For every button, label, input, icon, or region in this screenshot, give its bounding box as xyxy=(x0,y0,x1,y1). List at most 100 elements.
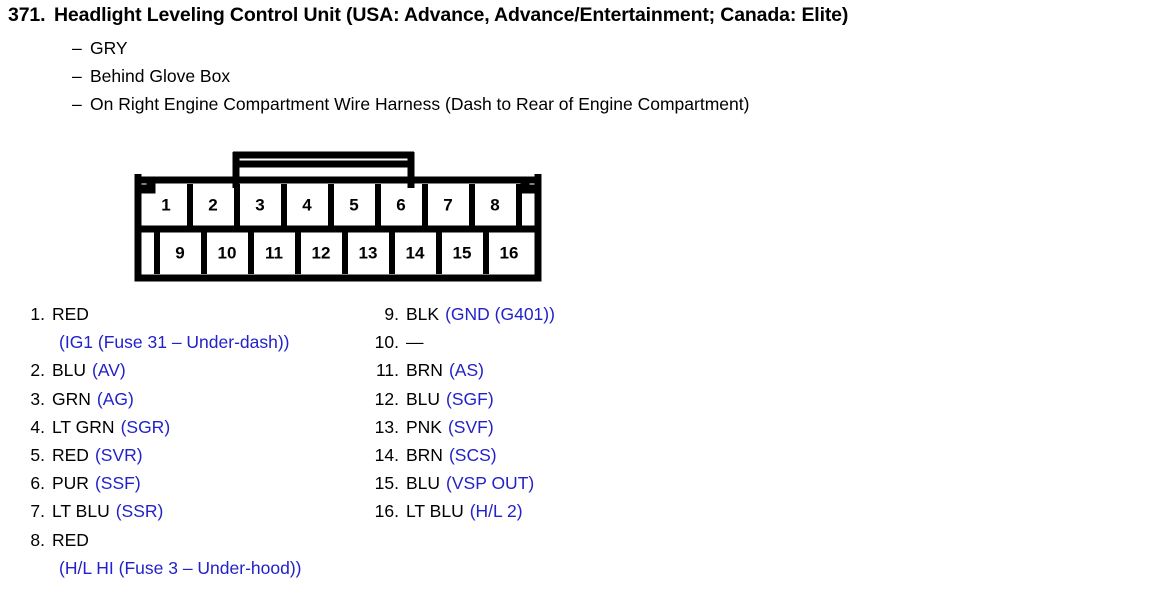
pin-signal: (SCS) xyxy=(448,445,497,466)
pin-body: — xyxy=(406,328,712,356)
list-item: 1. RED xyxy=(18,300,358,328)
pin-signal-sub: (H/L HI (Fuse 3 – Under-hood)) xyxy=(59,557,302,578)
pin-index: 10. xyxy=(374,332,399,353)
pin-body: BLU(SGF) xyxy=(406,385,712,413)
list-item: 12. BLU(SGF) xyxy=(372,385,712,413)
list-item: 14. BRN(SCS) xyxy=(372,441,712,469)
pin-label-6: 6 xyxy=(396,195,405,214)
connector-diagram: 1 2 3 4 5 6 7 8 9 10 11 12 13 14 15 16 xyxy=(128,140,548,290)
pin-index: 8. xyxy=(30,529,45,550)
pin-list-right: 9. BLK(GND (G401)) 10. — 11. BRN(AS) 12.… xyxy=(372,300,712,526)
list-item: 5. RED(SVR) xyxy=(18,441,358,469)
pin-index: 2. xyxy=(30,360,45,381)
list-item: 10. — xyxy=(372,328,712,356)
pin-index: 3. xyxy=(30,388,45,409)
pin-index: 9. xyxy=(384,304,399,324)
pin-wire-color: RED xyxy=(52,304,89,324)
pin-body: LT BLU(H/L 2) xyxy=(406,497,712,525)
pin-body: BLU(AV) xyxy=(52,356,358,384)
connector-top-row-dividers xyxy=(187,184,522,226)
list-item: 9. BLK(GND (G401)) xyxy=(372,300,712,328)
connector-svg: 1 2 3 4 5 6 7 8 9 10 11 12 13 14 15 16 xyxy=(134,151,542,282)
pin-label-9: 9 xyxy=(175,243,184,262)
pin-signal: (GND (G401)) xyxy=(445,304,555,324)
pin-body: RED xyxy=(52,526,358,554)
list-item: 16. LT BLU(H/L 2) xyxy=(372,497,712,525)
pin-body: BRN(AS) xyxy=(406,356,712,384)
pin-body: BLK(GND (G401)) xyxy=(406,300,712,328)
pin-label-14: 14 xyxy=(406,243,425,262)
page-title-number: 371. xyxy=(8,4,46,26)
pin-signal-sub: (IG1 (Fuse 31 – Under-dash)) xyxy=(59,332,290,353)
connector-notch-right xyxy=(520,174,542,194)
bullet-text: On Right Engine Compartment Wire Harness… xyxy=(90,94,750,114)
page-header: 371. Headlight Leveling Control Unit (US… xyxy=(0,0,1166,118)
pin-wire-color: LT GRN xyxy=(52,416,115,437)
list-item: 4. LT GRN(SGR) xyxy=(18,413,358,441)
bullet-dash-icon: – xyxy=(72,66,82,86)
pin-body: LT GRN(SGR) xyxy=(52,413,358,441)
pin-index: 4. xyxy=(30,416,45,437)
bullet-dash-icon: – xyxy=(72,94,82,114)
bullet-dash-icon: – xyxy=(72,38,82,58)
list-item: 2. BLU(AV) xyxy=(18,356,358,384)
bullet-text: GRY xyxy=(90,38,128,58)
pin-wire-color: BLU xyxy=(52,360,87,381)
pin-label-15: 15 xyxy=(453,243,472,262)
pin-wire-color: LT BLU xyxy=(406,501,464,522)
pin-label-12: 12 xyxy=(312,243,331,262)
connector-top-row-labels: 1 2 3 4 5 6 7 8 xyxy=(161,195,499,214)
list-item: 11. BRN(AS) xyxy=(372,356,712,384)
list-item: 6. PUR(SSF) xyxy=(18,469,358,497)
pin-signal: (AS) xyxy=(448,360,484,381)
connector-bottom-row-dividers xyxy=(154,232,489,274)
pin-signal: (VSP OUT) xyxy=(446,473,535,494)
pin-label-7: 7 xyxy=(443,195,452,214)
pin-wire-color: RED xyxy=(52,529,89,550)
pin-wire-color: RED xyxy=(52,445,89,466)
pin-body: GRN(AG) xyxy=(52,385,358,413)
list-item: – GRY xyxy=(72,34,1166,62)
pin-body: BLU(VSP OUT) xyxy=(406,469,712,497)
pin-label-5: 5 xyxy=(349,195,358,214)
pin-signal: (SGF) xyxy=(446,388,494,409)
pin-signal: (AG) xyxy=(96,388,134,409)
pin-label-16: 16 xyxy=(500,243,519,262)
pin-wire-color: PUR xyxy=(52,473,89,494)
pin-wire-color: BLU xyxy=(406,388,441,409)
pin-index: 12. xyxy=(374,388,399,409)
list-item: 7. LT BLU(SSR) xyxy=(18,497,358,525)
pin-wire-color: BLU xyxy=(406,473,441,494)
pin-label-13: 13 xyxy=(359,243,378,262)
list-item: 15. BLU(VSP OUT) xyxy=(372,469,712,497)
pin-signal: (SVF) xyxy=(447,416,494,437)
pin-label-2: 2 xyxy=(208,195,217,214)
pin-signal: (SSR) xyxy=(115,501,164,522)
pin-wire-color: LT BLU xyxy=(52,501,110,522)
list-item: – On Right Engine Compartment Wire Harne… xyxy=(72,90,1166,118)
pin-body: PNK(SVF) xyxy=(406,413,712,441)
pin-index: 14. xyxy=(374,445,399,466)
pin-signal: (SSF) xyxy=(94,473,141,494)
pin-index: 13. xyxy=(374,416,399,437)
pin-signal: (SGR) xyxy=(120,416,171,437)
pin-body: BRN(SCS) xyxy=(406,441,712,469)
pin-label-3: 3 xyxy=(255,195,264,214)
pin-index: 6. xyxy=(30,473,45,494)
pin-body: RED(SVR) xyxy=(52,441,358,469)
pin-index: 15. xyxy=(374,473,399,494)
pin-list-left: 1. RED (IG1 (Fuse 31 – Under-dash)) 2. B… xyxy=(18,300,358,582)
pin-empty-dash: — xyxy=(406,332,424,353)
pin-signal: (SVR) xyxy=(94,445,143,466)
pin-label-11: 11 xyxy=(265,243,283,262)
pin-signal: (AV) xyxy=(92,360,126,381)
pin-body: RED xyxy=(52,300,358,328)
pin-index: 7. xyxy=(30,501,45,522)
pin-wire-color: PNK xyxy=(406,416,442,437)
pin-label-10: 10 xyxy=(218,243,237,262)
bullet-text: Behind Glove Box xyxy=(90,66,231,86)
pin-body: PUR(SSF) xyxy=(52,469,358,497)
pin-index: 11. xyxy=(375,360,399,381)
pin-signal: (H/L 2) xyxy=(469,501,523,522)
pin-label-1: 1 xyxy=(161,195,170,214)
